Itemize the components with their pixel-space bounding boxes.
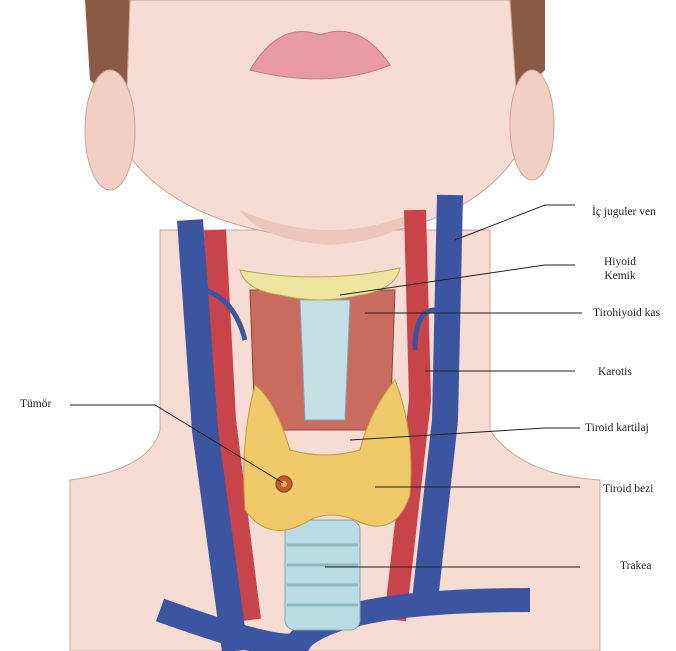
label-tiroid-bezi: Tiroid bezi (603, 483, 654, 495)
label-tumor: Tümör (20, 398, 52, 410)
subclavian-vein (155, 588, 531, 651)
chin-shadow (240, 210, 420, 245)
label-hiyoid-line2: Kemik (604, 270, 636, 282)
label-karotis: Karotis (598, 366, 632, 378)
small-vessel-right (412, 307, 436, 351)
label-ic-juguler-ven: İç juguler ven (592, 206, 656, 218)
jugular-right (412, 194, 463, 602)
label-tirohiyoid-kas: Tirohiyoid kas (593, 307, 660, 319)
lips (249, 30, 391, 80)
small-vessel-left (204, 287, 248, 341)
leader-lines (70, 204, 582, 568)
carotid-left (204, 229, 261, 622)
ear-right (509, 69, 555, 181)
carotid-right (384, 209, 432, 622)
ear-left (84, 69, 136, 191)
jugular-left (177, 219, 248, 651)
label-tiroid-kartilaj: Tiroid kartilaj (585, 422, 649, 434)
thyroid-gland (243, 379, 412, 531)
label-hiyoid-kemik: Hiyoid Kemik (604, 255, 636, 283)
trachea (284, 519, 361, 631)
label-trakea: Trakea (620, 560, 652, 572)
label-hiyoid-line1: Hiyoid (604, 256, 636, 268)
thyroid-cartilage (299, 299, 351, 421)
